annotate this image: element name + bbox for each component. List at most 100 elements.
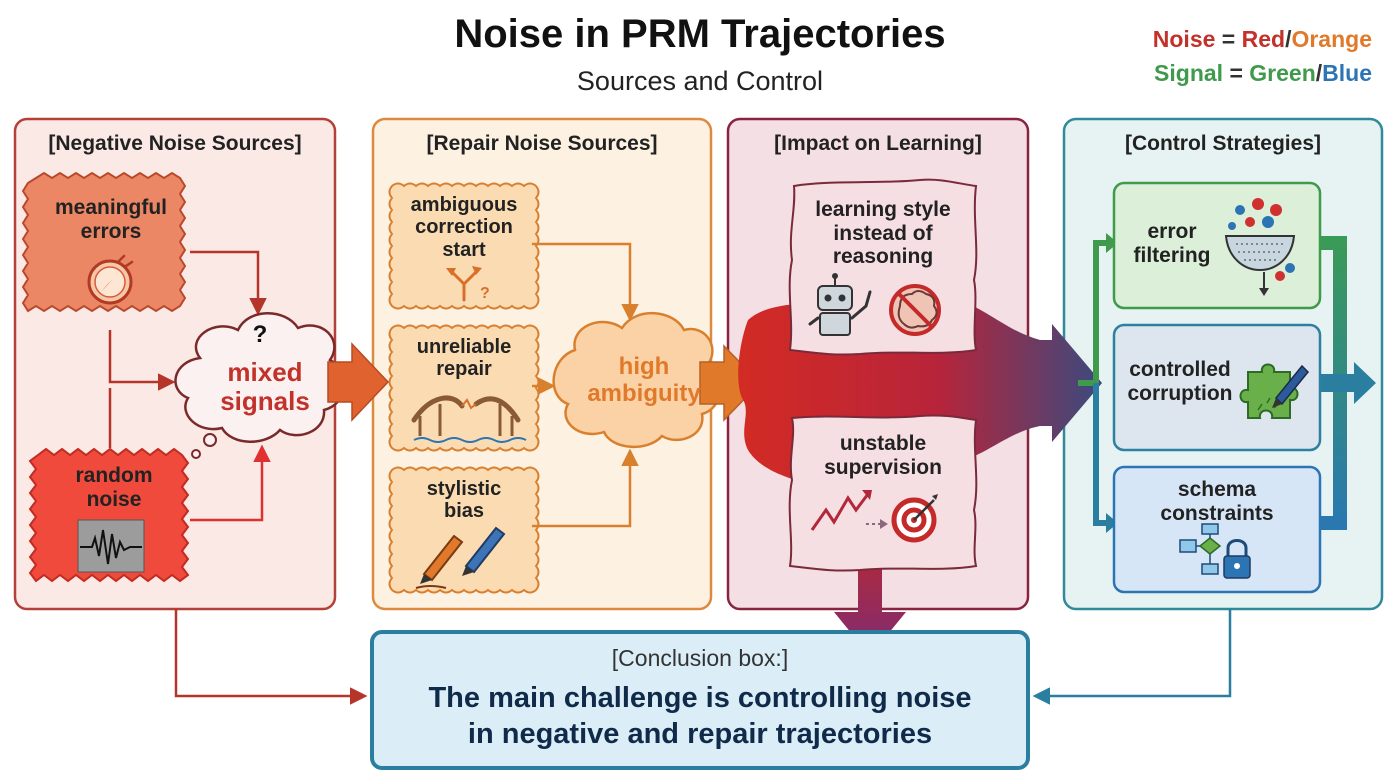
puzzle-pen-icon bbox=[1239, 363, 1310, 419]
arrow-impact-to-conclusion bbox=[834, 548, 906, 656]
learning-style-line-1: learning style bbox=[815, 198, 951, 221]
legend-signal: Signal = Green/Blue bbox=[1154, 60, 1372, 87]
trend-arrow-icon bbox=[810, 490, 888, 531]
control-exit-arrow bbox=[1318, 362, 1376, 404]
stylistic-bias-label: stylistic bias bbox=[392, 478, 536, 523]
arrow-meaningful-to-mixed bbox=[190, 250, 267, 316]
arrow-ambiguous-to-high bbox=[532, 242, 639, 322]
noise-wave-icon bbox=[77, 519, 145, 573]
corruption-line-2: corruption bbox=[1127, 381, 1233, 405]
arrow-control-to-conclusion bbox=[1032, 609, 1232, 705]
question-mark-icon: ? bbox=[252, 321, 268, 348]
conclusion-line-1: The main challenge is controlling noise bbox=[428, 682, 972, 714]
unreliable-repair-label: unreliable repair bbox=[392, 336, 536, 381]
stylistic-box bbox=[388, 466, 540, 594]
legend-signal-blue: Blue bbox=[1322, 60, 1372, 86]
random-noise-label: random noise bbox=[38, 464, 190, 511]
ambiguous-line-3: start bbox=[442, 238, 486, 261]
schema-line-2: constraints bbox=[1160, 501, 1274, 525]
control-rail-left bbox=[1078, 240, 1108, 386]
strainer-icon bbox=[1224, 198, 1296, 296]
schema-constraints-label: schema constraints bbox=[1114, 478, 1320, 525]
meaningful-errors-label: meaningful errors bbox=[36, 196, 186, 243]
legend-signal-green: Green bbox=[1249, 60, 1316, 86]
legend-slash-1: / bbox=[1285, 26, 1292, 52]
arrow-negative-to-conclusion bbox=[174, 609, 368, 705]
flowchart-lock-icon bbox=[1179, 523, 1251, 579]
arrow-repair-to-impact bbox=[699, 344, 762, 422]
page-subtitle: Sources and Control bbox=[576, 66, 824, 96]
learning-style-label: learning style instead of reasoning bbox=[790, 198, 976, 269]
arrow-stylistic-to-high bbox=[532, 448, 639, 528]
filtering-line-1: error bbox=[1147, 220, 1197, 243]
stylistic-line-2: bias bbox=[443, 500, 485, 523]
ambiguous-correction-label: ambiguous correction start bbox=[392, 194, 536, 261]
stylistic-line-1: stylistic bbox=[426, 478, 502, 500]
legend-noise-orange: Orange bbox=[1291, 26, 1372, 52]
mixed-signals-line-1: mixed bbox=[227, 357, 303, 387]
conclusion-line-2: in negative and repair trajectories bbox=[467, 718, 933, 751]
control-panel-title: [Control Strategies] bbox=[1124, 132, 1321, 155]
legend-noise-eq: = bbox=[1215, 26, 1242, 52]
fork-arrow-icon: ? bbox=[446, 266, 490, 302]
learning-style-line-2: instead of bbox=[833, 221, 933, 245]
ambiguous-box bbox=[388, 182, 540, 310]
rail-arrowhead-bottom bbox=[1106, 513, 1118, 533]
legend-signal-word: Signal bbox=[1154, 60, 1224, 86]
corruption-line-1: controlled bbox=[1129, 358, 1231, 381]
meaningful-errors-line-1: meaningful bbox=[54, 196, 167, 219]
random-noise-line-2: noise bbox=[86, 487, 142, 511]
mixed-signals-cloud bbox=[174, 312, 346, 459]
schema-line-1: schema bbox=[1177, 478, 1257, 501]
unreliable-line-1: unreliable bbox=[416, 336, 512, 358]
unreliable-line-2: repair bbox=[436, 358, 492, 381]
mixed-signals-label: mixed signals bbox=[190, 357, 340, 417]
error-filtering-label: error filtering bbox=[1120, 220, 1224, 267]
legend-slash-2: / bbox=[1315, 60, 1323, 86]
brain-prohibited-icon bbox=[889, 284, 941, 336]
legend-signal-eq: = bbox=[1223, 60, 1250, 86]
repair-panel-title: [Repair Noise Sources] bbox=[426, 132, 658, 155]
filtering-line-2: filtering bbox=[1133, 243, 1211, 267]
negative-panel-title: [Negative Noise Sources] bbox=[48, 132, 302, 155]
controlled-corruption-label: controlled corruption bbox=[1118, 358, 1242, 405]
high-ambiguity-line-1: high bbox=[618, 353, 670, 380]
page-title: Noise in PRM Trajectories bbox=[454, 12, 946, 56]
svg-text:?: ? bbox=[480, 285, 490, 302]
ambiguous-line-1: ambiguous bbox=[410, 194, 518, 216]
legend-noise: Noise = Red/Orange bbox=[1153, 26, 1372, 53]
legend-noise-word: Noise bbox=[1152, 26, 1216, 52]
unstable-supervision-label: unstable supervision bbox=[790, 432, 976, 479]
compass-icon bbox=[87, 254, 134, 305]
target-icon bbox=[891, 494, 938, 543]
learning-style-line-3: reasoning bbox=[832, 245, 934, 269]
controlled-corruption-box bbox=[1112, 323, 1322, 452]
ambiguous-line-2: correction bbox=[415, 216, 513, 239]
random-noise-line-1: random bbox=[75, 464, 153, 487]
high-ambiguity-label: high ambiguity bbox=[560, 353, 728, 408]
unstable-line-1: unstable bbox=[839, 432, 927, 455]
random-noise-box bbox=[28, 447, 190, 583]
high-ambiguity-line-2: ambiguity bbox=[587, 379, 701, 407]
pens-icon bbox=[415, 526, 506, 589]
legend-noise-red: Red bbox=[1241, 26, 1286, 52]
robot-icon bbox=[808, 273, 872, 336]
impact-panel-title: [Impact on Learning] bbox=[774, 132, 982, 155]
meaningful-errors-line-2: errors bbox=[80, 219, 142, 243]
conclusion-box bbox=[370, 630, 1030, 770]
arrow-negative-to-repair bbox=[327, 342, 390, 422]
conclusion-heading: [Conclusion box:] bbox=[611, 645, 789, 671]
arrow-random-to-mixed bbox=[190, 444, 271, 522]
conclusion-text: The main challenge is controlling noise … bbox=[380, 680, 1020, 753]
broken-bridge-icon bbox=[411, 395, 527, 443]
meaningful-errors-box bbox=[21, 171, 187, 313]
control-rail-left-bottom bbox=[1093, 383, 1108, 526]
error-filtering-box bbox=[1112, 181, 1322, 310]
rail-arrowhead-top bbox=[1106, 233, 1118, 253]
unstable-line-2: supervision bbox=[824, 455, 942, 479]
high-ambiguity-cloud bbox=[552, 312, 722, 449]
mixed-signals-line-2: signals bbox=[220, 386, 310, 417]
arrow-meaningful-down bbox=[108, 330, 176, 391]
